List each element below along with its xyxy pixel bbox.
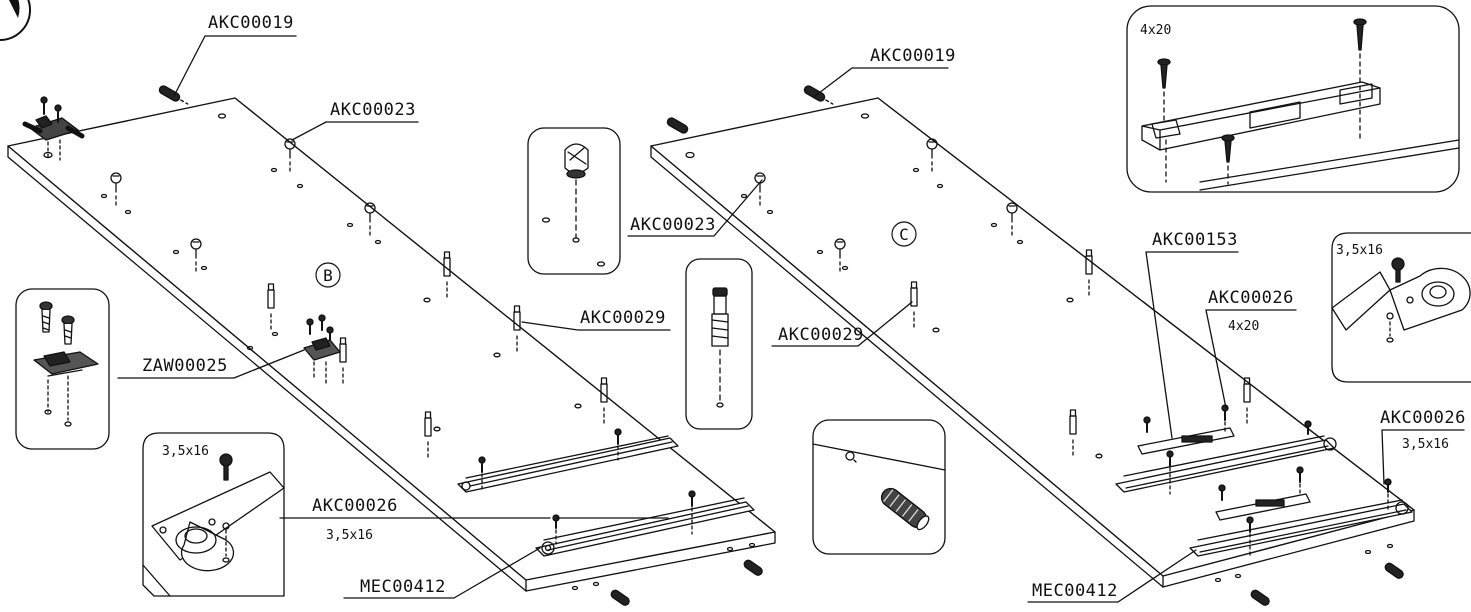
label-mec00412-left: MEC00412 <box>360 577 446 597</box>
inset-slide-plate <box>1126 5 1460 193</box>
panel-b-cams <box>110 138 376 275</box>
panel-b-label: B <box>323 266 333 285</box>
dowel-top-right <box>803 85 834 105</box>
inset-label-3516-right: 3,5x16 <box>1336 243 1383 258</box>
panel-b-bolts <box>267 251 608 461</box>
inset-label-3516-left: 3,5x16 <box>162 444 209 459</box>
step-number-badge <box>9 0 20 18</box>
label-dim-3516-right: 3,5x16 <box>1402 437 1449 452</box>
hinge-plate-top-left <box>22 96 85 161</box>
panel-c-board <box>650 97 1415 588</box>
inset-hinge-plate <box>15 288 110 450</box>
label-dim-3516-left: 3,5x16 <box>326 528 373 543</box>
dowel-bottom-b-2 <box>743 559 763 576</box>
label-akc00026-left: AKC00026 <box>312 496 398 516</box>
hinge-plate-b <box>303 314 341 385</box>
label-akc00019-right: AKC00019 <box>870 46 956 66</box>
label-akc00153: AKC00153 <box>1152 230 1238 250</box>
leader-lines <box>117 35 1465 603</box>
inset-label-4x20: 4x20 <box>1140 23 1171 38</box>
label-akc00029-right: AKC00029 <box>778 325 864 345</box>
label-akc00029-left: AKC00029 <box>580 308 666 328</box>
slide-c-lower <box>1189 466 1413 557</box>
inset-dowel <box>812 419 946 555</box>
slide-c-upper <box>1115 404 1337 495</box>
label-akc00026-right: AKC00026 <box>1380 408 1466 428</box>
dowel-top-right-2 <box>666 117 689 134</box>
dowel-bottom-c-1 <box>1250 589 1270 606</box>
inset-connector-bolt <box>685 258 753 430</box>
label-akc00023-left: AKC00023 <box>330 100 416 120</box>
panel-c-bolts <box>910 249 1251 459</box>
panel-b-board <box>7 97 776 592</box>
inset-cam-lock <box>527 127 621 275</box>
label-akc00019-left: AKC00019 <box>208 13 294 33</box>
step-circle <box>0 0 31 41</box>
label-akc00023-right: AKC00023 <box>630 215 716 235</box>
dowel-bottom-c-2 <box>1384 562 1404 579</box>
panel-c-cams <box>754 138 1018 275</box>
dowel-bottom-b-1 <box>610 589 630 606</box>
panel-c-label: C <box>899 225 909 244</box>
inset-slide-left <box>142 432 285 597</box>
label-zaw00025: ZAW00025 <box>142 356 228 376</box>
label-akc00026-mid: AKC00026 <box>1208 288 1294 308</box>
inset-slide-right <box>1331 232 1471 383</box>
label-mec00412-right: MEC00412 <box>1032 581 1118 601</box>
slide-b-upper <box>457 428 679 493</box>
slide-b-lower <box>535 490 755 557</box>
label-dim-420-mid: 4x20 <box>1228 319 1259 334</box>
panel-c-marker: C <box>891 221 917 247</box>
dowel-top-left <box>158 85 189 105</box>
panel-c-holes <box>685 113 1394 583</box>
panel-b-marker: B <box>315 262 341 288</box>
